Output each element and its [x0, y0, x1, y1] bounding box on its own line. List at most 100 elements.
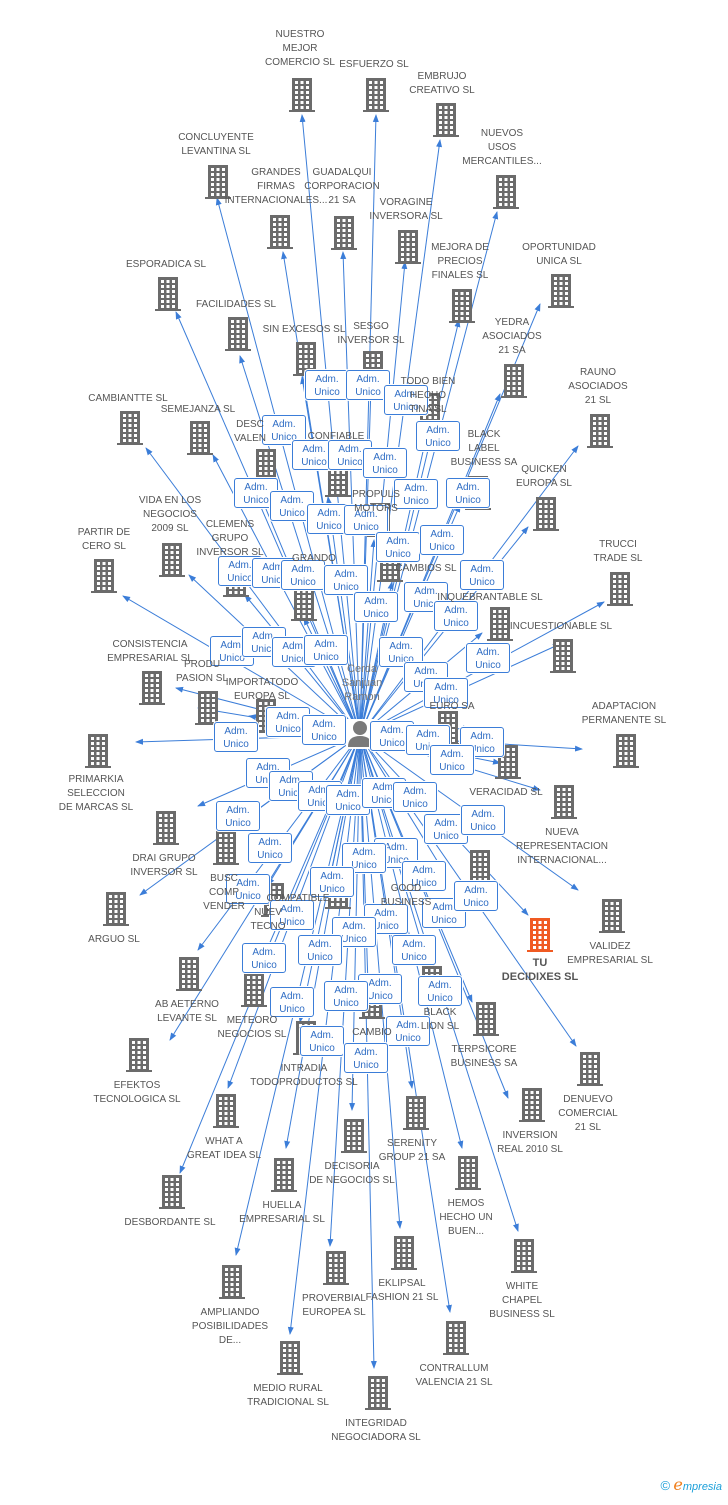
role-badge[interactable]: Adm. Unico: [392, 935, 436, 965]
role-badge[interactable]: Adm. Unico: [363, 448, 407, 478]
company-building-icon[interactable]: [493, 175, 519, 209]
company-label[interactable]: OPORTUNIDAD UNICA SL: [522, 242, 596, 267]
company-label[interactable]: IMPORTATODO EUROPA SL: [225, 677, 299, 702]
role-badge[interactable]: Adm. Unico: [300, 1026, 344, 1056]
company-building-icon[interactable]: [550, 639, 576, 673]
company-label[interactable]: VORAGINE INVERSORA SL: [369, 197, 443, 222]
company-building-icon[interactable]: [548, 274, 574, 308]
company-label[interactable]: VIDA EN LOS NEGOCIOS 2009 SL: [138, 495, 202, 534]
company-building-icon[interactable]: [126, 1038, 152, 1072]
company-label[interactable]: SESGO INVERSOR SL: [337, 321, 405, 346]
company-building-icon[interactable]: [487, 607, 513, 641]
company-label[interactable]: CONFIABLE: [307, 431, 365, 442]
company-building-icon[interactable]: [155, 277, 181, 311]
person-name-label[interactable]: Cerda Sanjuan Ramon: [341, 663, 383, 703]
role-badge[interactable]: Adm. Unico: [304, 635, 348, 665]
company-label[interactable]: NUEVOS USOS MERCANTILES...: [462, 128, 542, 167]
company-label[interactable]: GOOD BUSINESS: [380, 883, 432, 908]
role-badge[interactable]: Adm. Unico: [324, 981, 368, 1011]
company-label[interactable]: RAUNO ASOCIADOS 21 SL: [568, 367, 628, 406]
company-label[interactable]: SIN EXCESOS SL: [262, 324, 346, 335]
role-badge[interactable]: Adm. Unico: [270, 900, 314, 930]
role-badge[interactable]: Adm. Unico: [242, 943, 286, 973]
company-label[interactable]: ADAPTACION PERMANENTE SL: [581, 701, 667, 726]
company-building-icon[interactable]: [467, 850, 493, 884]
company-label[interactable]: EMBRUJO CREATIVO SL: [409, 71, 475, 96]
role-badge[interactable]: Adm. Unico: [214, 722, 258, 752]
company-label[interactable]: DESBORDANTE SL: [124, 1217, 216, 1228]
company-building-icon[interactable]: [331, 216, 357, 250]
company-label[interactable]: AB AETERNO LEVANTE SL: [155, 999, 219, 1024]
role-badge[interactable]: Adm. Unico: [394, 479, 438, 509]
company-building-icon[interactable]: [176, 957, 202, 991]
highlighted-company-icon[interactable]: [527, 918, 553, 952]
role-badge[interactable]: Adm. Unico: [424, 814, 468, 844]
role-badge[interactable]: Adm. Unico: [226, 874, 270, 904]
company-building-icon[interactable]: [519, 1088, 545, 1122]
role-badge[interactable]: Adm. Unico: [434, 601, 478, 631]
company-label[interactable]: GUADALQUI CORPORACION 21 SA: [304, 167, 380, 206]
company-building-icon[interactable]: [391, 1236, 417, 1270]
company-building-icon[interactable]: [501, 364, 527, 398]
company-label[interactable]: HEMOS HECHO UN BUEN...: [439, 1198, 493, 1237]
company-building-icon[interactable]: [187, 421, 213, 455]
role-badge[interactable]: Adm. Unico: [460, 560, 504, 590]
company-label[interactable]: EKLIPSAL FASHION 21 SL: [365, 1278, 439, 1303]
company-label[interactable]: VALIDEZ EMPRESARIAL SL: [567, 941, 653, 966]
role-badge[interactable]: Adm. Unico: [420, 525, 464, 555]
role-badge[interactable]: Adm. Unico: [281, 560, 325, 590]
company-building-icon[interactable]: [159, 543, 185, 577]
company-building-icon[interactable]: [365, 1376, 391, 1410]
company-label[interactable]: PARTIR DE CERO SL: [77, 527, 131, 552]
company-label[interactable]: NUEVA REPRESENTACION INTERNACIONAL...: [515, 827, 609, 866]
role-badge[interactable]: Adm. Unico: [386, 1016, 430, 1046]
company-label[interactable]: BLACK LION SL: [420, 1007, 460, 1032]
company-label[interactable]: INTEGRIDAD NEGOCIADORA SL: [331, 1418, 421, 1443]
company-label[interactable]: BUSC COMP VENDER: [203, 873, 245, 912]
company-label[interactable]: PRIMARKIA SELECCION DE MARCAS SL: [58, 774, 134, 813]
company-label[interactable]: COMPATIBLE: [266, 893, 330, 904]
company-building-icon[interactable]: [241, 973, 267, 1007]
company-building-icon[interactable]: [195, 691, 221, 725]
role-badge[interactable]: Adm. Unico: [446, 478, 490, 508]
company-label[interactable]: WHITE CHAPEL BUSINESS SL: [489, 1281, 555, 1320]
role-badge[interactable]: Adm. Unico: [424, 678, 468, 708]
company-label[interactable]: METEORO NEGOCIOS SL: [217, 1015, 287, 1040]
role-badge[interactable]: Adm. Unico: [404, 582, 448, 612]
company-label[interactable]: PROPULS MOTORS: [352, 489, 400, 514]
company-label[interactable]: WHAT A GREAT IDEA SL: [186, 1136, 262, 1161]
role-badge[interactable]: Adm. Unico: [346, 370, 390, 400]
company-label[interactable]: NUESTRO MEJOR COMERCIO SL: [264, 29, 335, 68]
company-label[interactable]: CONSISTENCIA EMPRESARIAL SL: [107, 639, 193, 664]
company-label[interactable]: SEMEJANZA SL: [160, 404, 236, 415]
company-building-icon[interactable]: [325, 463, 351, 497]
company-label[interactable]: NUEV TECNO: [250, 907, 286, 932]
company-building-icon[interactable]: [289, 78, 315, 112]
role-badge[interactable]: Adm. Unico: [354, 592, 398, 622]
company-label[interactable]: SERENITY GROUP 21 SA: [378, 1138, 446, 1163]
company-label[interactable]: VERACIDAD SL: [469, 787, 543, 798]
role-badge[interactable]: Adm. Unico: [376, 532, 420, 562]
company-label[interactable]: DESC VALEN: [233, 419, 267, 444]
company-label[interactable]: DECISORIA DE NEGOCIOS SL: [309, 1161, 395, 1186]
company-building-icon[interactable]: [443, 1321, 469, 1355]
company-building-icon[interactable]: [455, 1156, 481, 1190]
company-label[interactable]: INQUEBRANTABLE SL: [437, 592, 543, 603]
role-badge[interactable]: Adm. Unico: [248, 833, 292, 863]
company-label[interactable]: INCUESTIONABLE SL: [509, 621, 613, 632]
company-building-icon[interactable]: [449, 289, 475, 323]
company-label[interactable]: MEDIO RURAL TRADICIONAL SL: [247, 1383, 329, 1408]
company-building-icon[interactable]: [587, 414, 613, 448]
company-label[interactable]: CAMBIANTTE SL: [88, 393, 168, 404]
company-label[interactable]: TERPSICORE BUSINESS SA: [450, 1044, 518, 1069]
role-badge[interactable]: Adm. Unico: [344, 1043, 388, 1073]
role-badge[interactable]: Adm. Unico: [418, 976, 462, 1006]
company-building-icon[interactable]: [91, 559, 117, 593]
company-building-icon[interactable]: [213, 831, 239, 865]
company-building-icon[interactable]: [225, 317, 251, 351]
company-label[interactable]: CAMBIO: [352, 1027, 392, 1038]
company-building-icon[interactable]: [213, 1094, 239, 1128]
company-building-icon[interactable]: [103, 892, 129, 926]
company-label[interactable]: INVERSION REAL 2010 SL: [497, 1130, 563, 1155]
company-label[interactable]: PRODU PASION SL: [175, 659, 229, 684]
